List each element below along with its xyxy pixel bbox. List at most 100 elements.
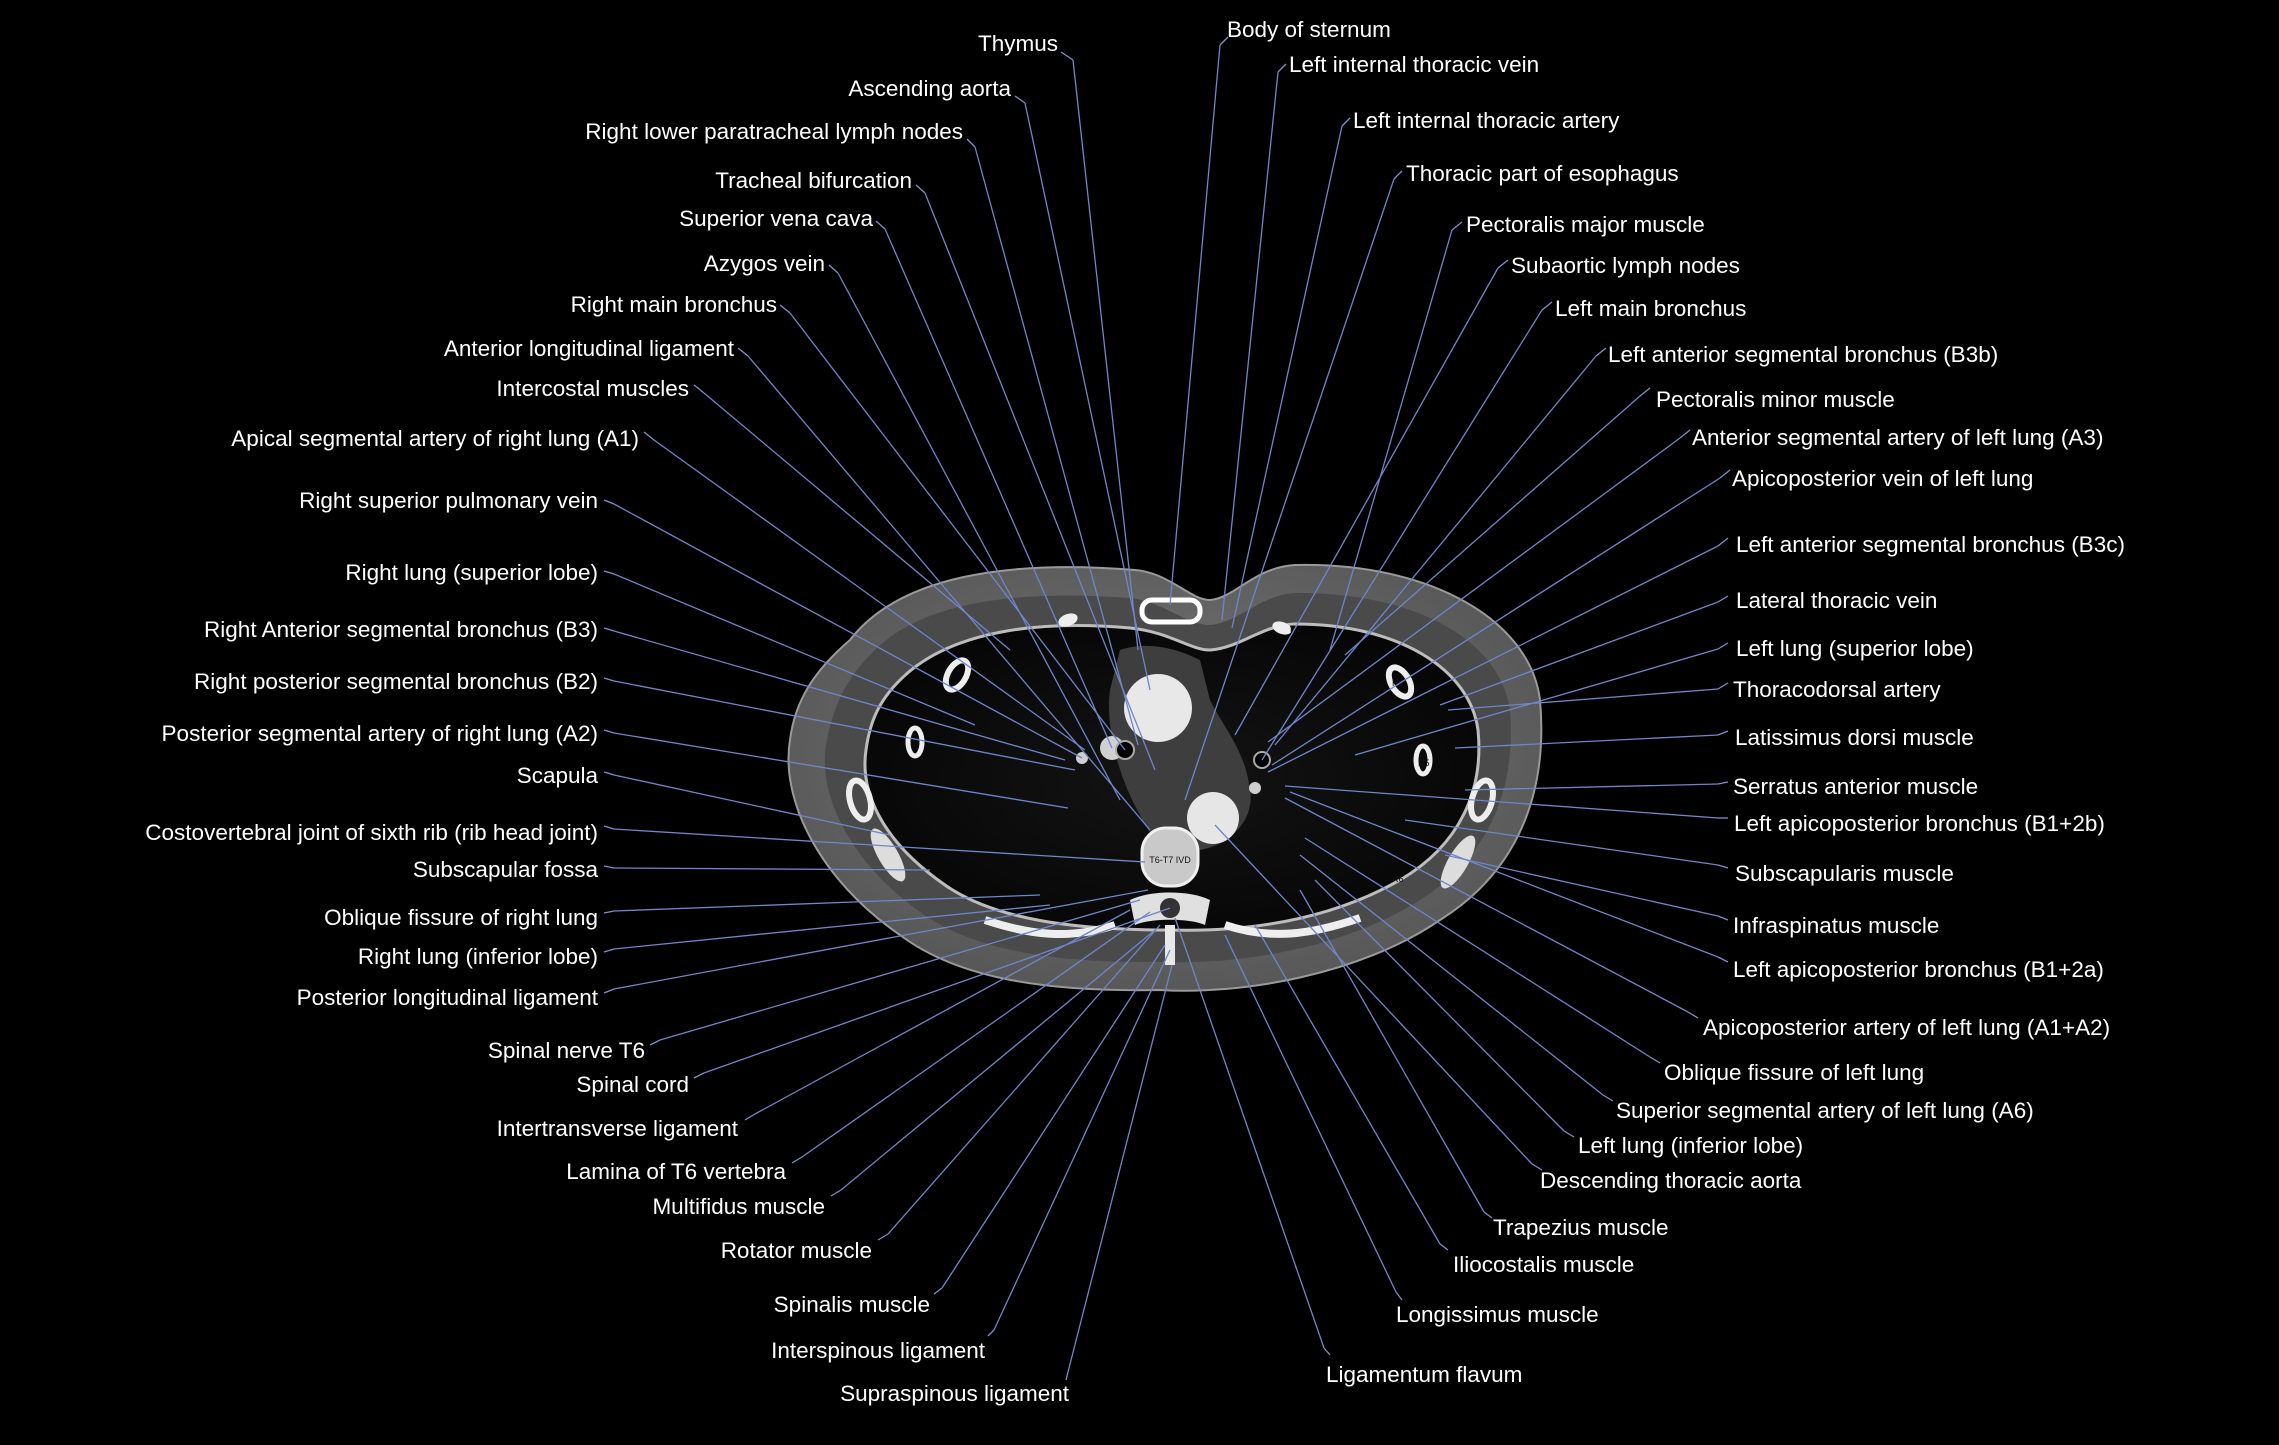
annotation-label: Oblique fissure of left lung [1664, 1060, 1924, 1085]
leader-line [613, 889, 1149, 990]
leader-line [703, 907, 1171, 1074]
leader-tick [603, 988, 615, 994]
leader-line [801, 911, 1151, 1158]
leader-tick [1060, 51, 1074, 61]
leader-tick [1602, 1094, 1614, 1102]
leader-line [1267, 545, 1719, 773]
annotation-label: Serratus anterior muscle [1733, 774, 1978, 799]
leader-tick [791, 1156, 803, 1164]
leader-tick [1717, 595, 1729, 603]
annotation-label: Longissimus muscle [1396, 1302, 1599, 1327]
leader-line [1354, 648, 1719, 756]
annotation-label: Superior vena cava [679, 206, 873, 231]
annotation-label: Posterior segmental artery of right lung… [162, 721, 598, 746]
rib-label: R6 [1392, 874, 1404, 884]
annotation-label: Subscapularis muscle [1735, 861, 1954, 886]
annotation-label: Intercostal muscles [496, 376, 689, 401]
leader-line [613, 828, 1146, 863]
leader-line [659, 899, 1141, 1041]
leader-tick [1595, 347, 1607, 357]
annotation-label: Left main bronchus [1555, 296, 1746, 321]
annotation-label: Right Anterior segmental bronchus (B3) [204, 617, 598, 642]
rib [905, 725, 925, 759]
rib [846, 777, 874, 823]
leader-tick [603, 825, 615, 830]
leader-line [1439, 601, 1719, 706]
leader-line [1299, 854, 1604, 1096]
annotation-label: Descending thoracic aorta [1540, 1168, 1802, 1193]
leader-line [1304, 837, 1651, 1058]
leader-tick [603, 677, 615, 682]
leader-tick [603, 570, 615, 575]
annotation-label: Trapezius muscle [1493, 1215, 1668, 1240]
annotation-label: Right lower paratracheal lymph nodes [585, 119, 963, 144]
leader-tick [877, 1233, 889, 1241]
annotation-label: Spinalis muscle [774, 1292, 930, 1317]
pulmonary-vessel [1249, 782, 1261, 794]
leader-line [837, 272, 1121, 801]
annotation-label: Azygos vein [704, 251, 825, 276]
leader-line [613, 732, 1069, 809]
leader-tick [1341, 117, 1351, 127]
leader-tick [603, 910, 615, 914]
annotation-label: Infraspinatus muscle [1733, 913, 1939, 938]
leader-tick [1717, 864, 1729, 869]
leader-tick [1717, 642, 1729, 650]
leader-tick [649, 1039, 661, 1046]
annotation-label: Ligamentum flavum [1326, 1362, 1522, 1387]
annotation-label: Latissimus dorsi muscle [1735, 725, 1974, 750]
leader-tick [966, 138, 976, 148]
leader-tick [1277, 63, 1287, 73]
leader-line [613, 503, 1083, 759]
leader-tick [1687, 1011, 1699, 1019]
leader-line [1284, 785, 1719, 819]
leader-line [1214, 824, 1533, 1165]
leader-line [653, 439, 1086, 751]
leader-tick [1393, 170, 1403, 180]
leader-line [924, 192, 1156, 771]
annotation-label: Subaortic lymph nodes [1511, 253, 1740, 278]
leader-line [1067, 964, 1173, 1373]
annotation-label: Tracheal bifurcation [715, 168, 912, 193]
annotation-group-left: Thymus Ascending aorta Right lower parat… [145, 31, 1173, 1406]
annotation-label: Oblique fissure of right lung [324, 905, 598, 930]
leader-line [1404, 819, 1719, 866]
leader-tick [1717, 682, 1729, 690]
leader-tick [603, 627, 615, 632]
annotation-label: Spinal cord [576, 1072, 689, 1097]
leader-tick [1014, 95, 1026, 104]
scapula [870, 828, 906, 882]
annotation-label: Posterior longitudinal ligament [297, 985, 599, 1010]
leader-line [754, 909, 1131, 1115]
annotation-label: Superior segmental artery of left lung (… [1616, 1098, 2034, 1123]
leader-tick [1717, 781, 1729, 785]
leader-tick [603, 771, 615, 776]
leader-tick [1483, 1211, 1493, 1219]
leader-tick [1451, 221, 1463, 231]
leader-line [747, 355, 1151, 831]
vertebral-body [1140, 826, 1200, 888]
leader-tick [1323, 1347, 1331, 1356]
leader-line [1329, 229, 1453, 651]
annotation-label: Left lung (superior lobe) [1736, 636, 1974, 661]
descending-aorta [1187, 792, 1239, 844]
leader-line [613, 894, 1041, 912]
leader-line [613, 573, 976, 726]
annotation-label: Intertransverse ligament [497, 1116, 739, 1141]
leader-line [884, 228, 1113, 749]
leader-line [1271, 477, 1721, 766]
annotation-label: Right superior pulmonary vein [299, 488, 598, 513]
leader-line [1299, 889, 1485, 1213]
leader-line [1289, 791, 1719, 958]
leader-line [613, 904, 1051, 950]
rib-label: R2 [1290, 624, 1302, 634]
leader-tick [1219, 36, 1229, 46]
annotation-label: Anterior longitudinal ligament [444, 336, 735, 361]
leader-line [1184, 178, 1395, 801]
annotation-label: Costovertebral joint of sixth rib (rib h… [145, 820, 598, 845]
rib [942, 657, 972, 693]
annotation-label: Multifidus muscle [652, 1194, 825, 1219]
leader-tick [875, 220, 886, 230]
leader-line [974, 146, 1139, 746]
leader-line [1267, 437, 1681, 743]
